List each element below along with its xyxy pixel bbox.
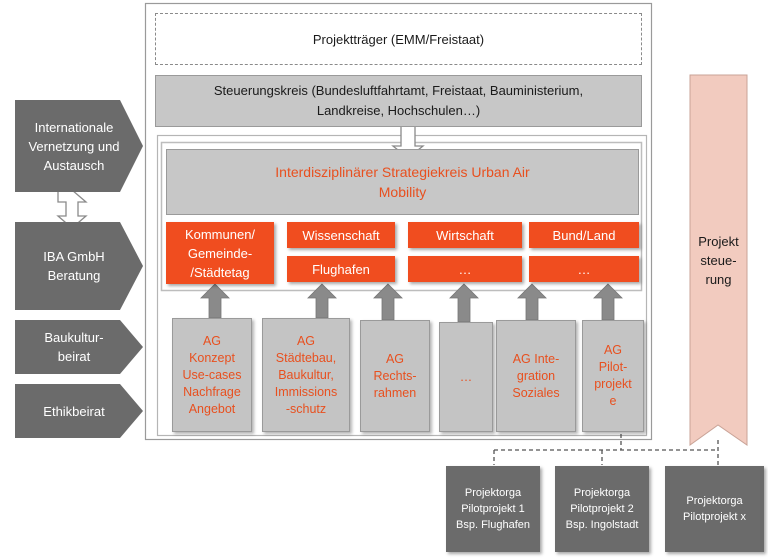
ag-pilotprojekte: AG Pilot-projekt e bbox=[582, 320, 644, 432]
project-x: Projektorga Pilotprojekt x bbox=[665, 466, 764, 552]
label-iba: IBA GmbH Beratung bbox=[43, 249, 105, 283]
ag-integration: AG Inte-gration Soziales bbox=[496, 320, 576, 432]
strategiekreis-box: Interdisziplinärer Strategiekreis Urban … bbox=[166, 149, 639, 215]
label-baukultur: Baukultur-beirat bbox=[44, 330, 104, 364]
ag-konzept: AG Konzept Use-cases Nachfrage Angebot bbox=[172, 318, 252, 432]
label-projektsteuerung: Projekt steue-rung bbox=[698, 233, 739, 287]
projekttraeger-box: Projektträger (EMM/Freistaat) bbox=[155, 13, 642, 65]
label-ethik: Ethikbeirat bbox=[43, 403, 105, 419]
group-bund-land: Bund/Land bbox=[529, 222, 639, 248]
group-bund-land-more: … bbox=[529, 256, 639, 282]
ag-more: … bbox=[439, 322, 493, 432]
dashed-connectors bbox=[493, 434, 719, 465]
shape-iba bbox=[15, 222, 143, 310]
label-international: Internationale Vernetzung und Austausch bbox=[28, 119, 120, 173]
shape-international bbox=[15, 100, 143, 192]
group-flughafen: Flughafen bbox=[287, 256, 395, 282]
project-1: Projektorga Pilotprojekt 1 Bsp. Flughafe… bbox=[446, 466, 540, 552]
group-wissenschaft: Wissenschaft bbox=[287, 222, 395, 248]
ag-rechtsrahmen: AG Rechts-rahmen bbox=[360, 320, 430, 432]
ag-staedtebau: AG Städtebau, Baukultur, Immissions -sch… bbox=[262, 318, 350, 432]
shape-ethik bbox=[15, 384, 143, 438]
projektsteuerung-shape bbox=[689, 74, 748, 446]
project-2: Projektorga Pilotprojekt 2 Bsp. Ingolsta… bbox=[555, 466, 649, 552]
shape-baukultur bbox=[15, 320, 143, 374]
group-wirtschaft: Wirtschaft bbox=[408, 222, 522, 248]
group-kommunen: Kommunen/ Gemeinde- /Städtetag bbox=[166, 222, 274, 284]
steuerungskreis-box: Steuerungskreis (Bundesluftfahrtamt, Fre… bbox=[155, 75, 642, 127]
outer-frame bbox=[144, 2, 653, 441]
group-wirtschaft-more: … bbox=[408, 256, 522, 282]
up-arrows bbox=[200, 283, 623, 323]
